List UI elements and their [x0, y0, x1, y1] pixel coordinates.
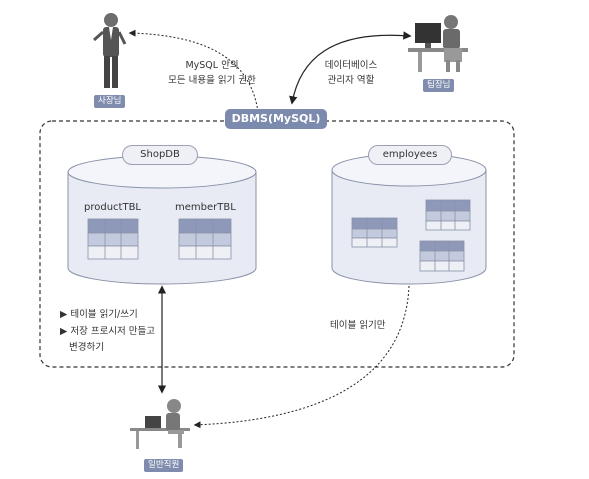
ceo-label: 사장님 — [94, 95, 126, 108]
team-lead-figure — [408, 15, 468, 72]
member-table-name: memberTBL — [175, 202, 236, 213]
arrow-lead-dbms — [289, 31, 412, 105]
arrow-dbms-to-ceo — [128, 29, 259, 113]
employee-shop-perm-1: ▶ 테이블 읽기/쓰기 — [60, 309, 138, 320]
employee-shop-perm-3: 변경하기 — [69, 342, 104, 353]
employees-table-3 — [419, 240, 465, 272]
employee-label: 일반직원 — [144, 459, 184, 472]
ceo-figure — [93, 13, 127, 88]
team-lead-label: 팀장님 — [423, 79, 455, 92]
product-table-grid — [87, 218, 139, 260]
employee-employees-perm: 테이블 읽기만 — [330, 320, 386, 331]
lead-role-line2: 관리자 역할 — [327, 75, 375, 86]
arrow-employees-to-employee — [193, 285, 410, 429]
employees-db-name: employees — [368, 145, 452, 165]
employee-shop-perm-2: ▶ 저장 프로시저 만들고 — [60, 326, 156, 337]
ceo-permission-line1: MySQL 안의 — [185, 60, 239, 71]
ceo-permission-line2: 모든 내용을 읽기 권한 — [168, 75, 256, 86]
product-table-name: productTBL — [84, 202, 142, 213]
employee-figure — [130, 399, 190, 449]
employees-table-1 — [351, 217, 398, 248]
lead-role-line1: 데이터베이스 — [324, 60, 378, 71]
employees-table-2 — [425, 199, 471, 231]
member-table-grid — [178, 218, 232, 260]
shopdb-name: ShopDB — [122, 145, 198, 165]
dbms-label: DBMS(MySQL) — [225, 109, 327, 129]
